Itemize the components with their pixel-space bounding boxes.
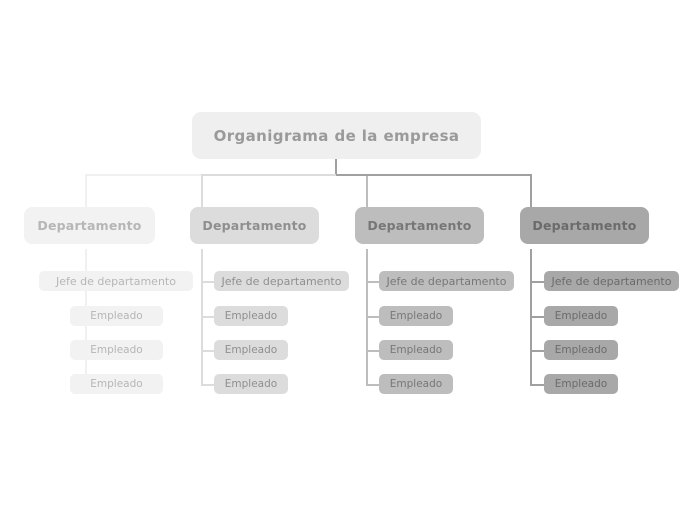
branch-3-department-node[interactable]: Departamento [355,207,484,244]
branch-3-head-connector-line [366,281,380,283]
branch-4-employee-3-connector-line [530,384,545,386]
branch-4-head-connector-line [530,281,545,283]
branch-2-employee-2-connector-line [201,350,215,352]
branch-4-employee-3-node[interactable]: Empleado [544,374,618,394]
branch-3-drop-line [366,174,368,207]
branch-1-drop-line [85,174,87,207]
branch-1-employee-2-node[interactable]: Empleado [70,340,163,360]
branch-2-employee-3-node[interactable]: Empleado [214,374,288,394]
branch-4-employee-2-node[interactable]: Empleado [544,340,618,360]
branch-3-employee-1-node[interactable]: Empleado [379,306,453,326]
root-node-title[interactable]: Organigrama de la empresa [192,112,481,159]
branch-3-employee-2-node[interactable]: Empleado [379,340,453,360]
branch-2-head-node[interactable]: Jefe de departamento [214,271,349,291]
branch-3-head-node[interactable]: Jefe de departamento [379,271,514,291]
branch-1-employee-3-node[interactable]: Empleado [70,374,163,394]
branch-4-head-node[interactable]: Jefe de departamento [544,271,679,291]
branch-3-employee-3-node[interactable]: Empleado [379,374,453,394]
branch-2-department-node[interactable]: Departamento [190,207,319,244]
branch-4-employee-2-connector-line [530,350,545,352]
branch-2-head-connector-line [201,281,215,283]
branch-2-bus-line [202,174,336,176]
branch-4-employee-1-connector-line [530,316,545,318]
branch-4-department-node[interactable]: Departamento [520,207,649,244]
branch-3-employee-1-connector-line [366,316,380,318]
branch-1-department-node[interactable]: Departamento [24,207,155,244]
branch-1-head-node[interactable]: Jefe de departamento [39,271,193,291]
branch-3-employee-2-connector-line [366,350,380,352]
branch-2-employee-3-connector-line [201,384,215,386]
branch-2-drop-line [201,174,203,207]
branch-4-bus-line [336,174,531,176]
branch-2-employee-1-node[interactable]: Empleado [214,306,288,326]
branch-4-drop-line [530,174,532,207]
branch-2-employee-1-connector-line [201,316,215,318]
root-stem-line [335,159,337,176]
branch-1-employee-1-node[interactable]: Empleado [70,306,163,326]
branch-4-employee-1-node[interactable]: Empleado [544,306,618,326]
branch-3-employee-3-connector-line [366,384,380,386]
branch-2-employee-2-node[interactable]: Empleado [214,340,288,360]
